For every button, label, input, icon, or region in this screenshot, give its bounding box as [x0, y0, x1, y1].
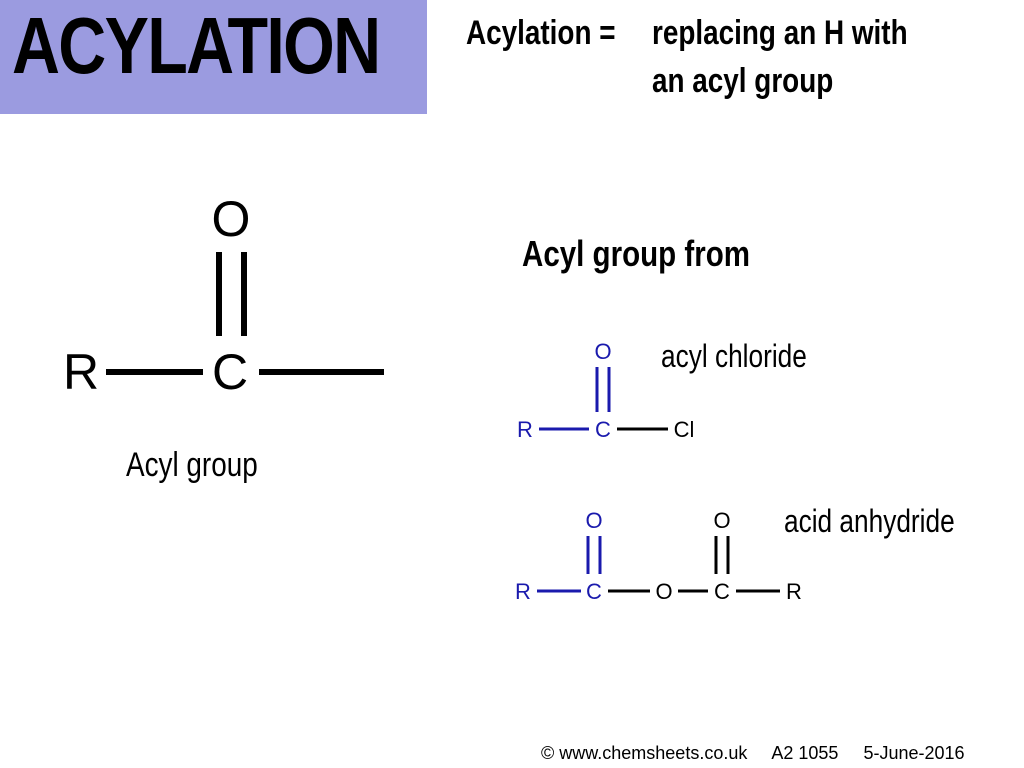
acyl-chloride-structure: O R C Cl — [517, 339, 694, 442]
acyl-oxygen-atom: O — [212, 191, 251, 247]
anhydride-bridge-oxygen: O — [655, 579, 672, 604]
acyl-chloride-carbon: C — [595, 417, 611, 442]
anhydride-r-1: R — [515, 579, 531, 604]
definition-line-1: replacing an H with — [652, 14, 908, 52]
acyl-chloride-chlorine: Cl — [674, 417, 695, 442]
footer-code: A2 1055 — [771, 743, 839, 763]
definition-line-2: an acyl group — [652, 62, 834, 100]
anhydride-oxygen-2: O — [713, 508, 730, 533]
acyl-carbon-atom: C — [212, 344, 248, 400]
acyl-r-group: R — [63, 344, 99, 400]
acyl-group-caption: Acyl group — [126, 446, 258, 484]
footer-date: 5-June-2016 — [863, 743, 965, 763]
footer-copyright: © www.chemsheets.co.uk — [541, 743, 748, 763]
title-banner: ACYLATION — [0, 0, 427, 114]
acyl-chloride-label: acyl chloride — [661, 338, 807, 374]
acyl-chloride-oxygen: O — [594, 339, 611, 364]
acyl-chloride-r: R — [517, 417, 533, 442]
acid-anhydride-structure: O O R C O C R — [515, 508, 802, 604]
anhydride-r-2: R — [786, 579, 802, 604]
anhydride-oxygen-1: O — [585, 508, 602, 533]
footer: © www.chemsheets.co.uk A2 1055 5-June-20… — [541, 744, 965, 762]
acyl-group-structure: O C R — [63, 191, 384, 400]
acid-anhydride-label: acid anhydride — [784, 503, 955, 539]
anhydride-carbon-1: C — [586, 579, 602, 604]
anhydride-carbon-2: C — [714, 579, 730, 604]
definition-lhs: Acylation = — [466, 14, 616, 52]
sources-heading: Acyl group from — [522, 233, 750, 274]
page-title: ACYLATION — [12, 1, 381, 90]
